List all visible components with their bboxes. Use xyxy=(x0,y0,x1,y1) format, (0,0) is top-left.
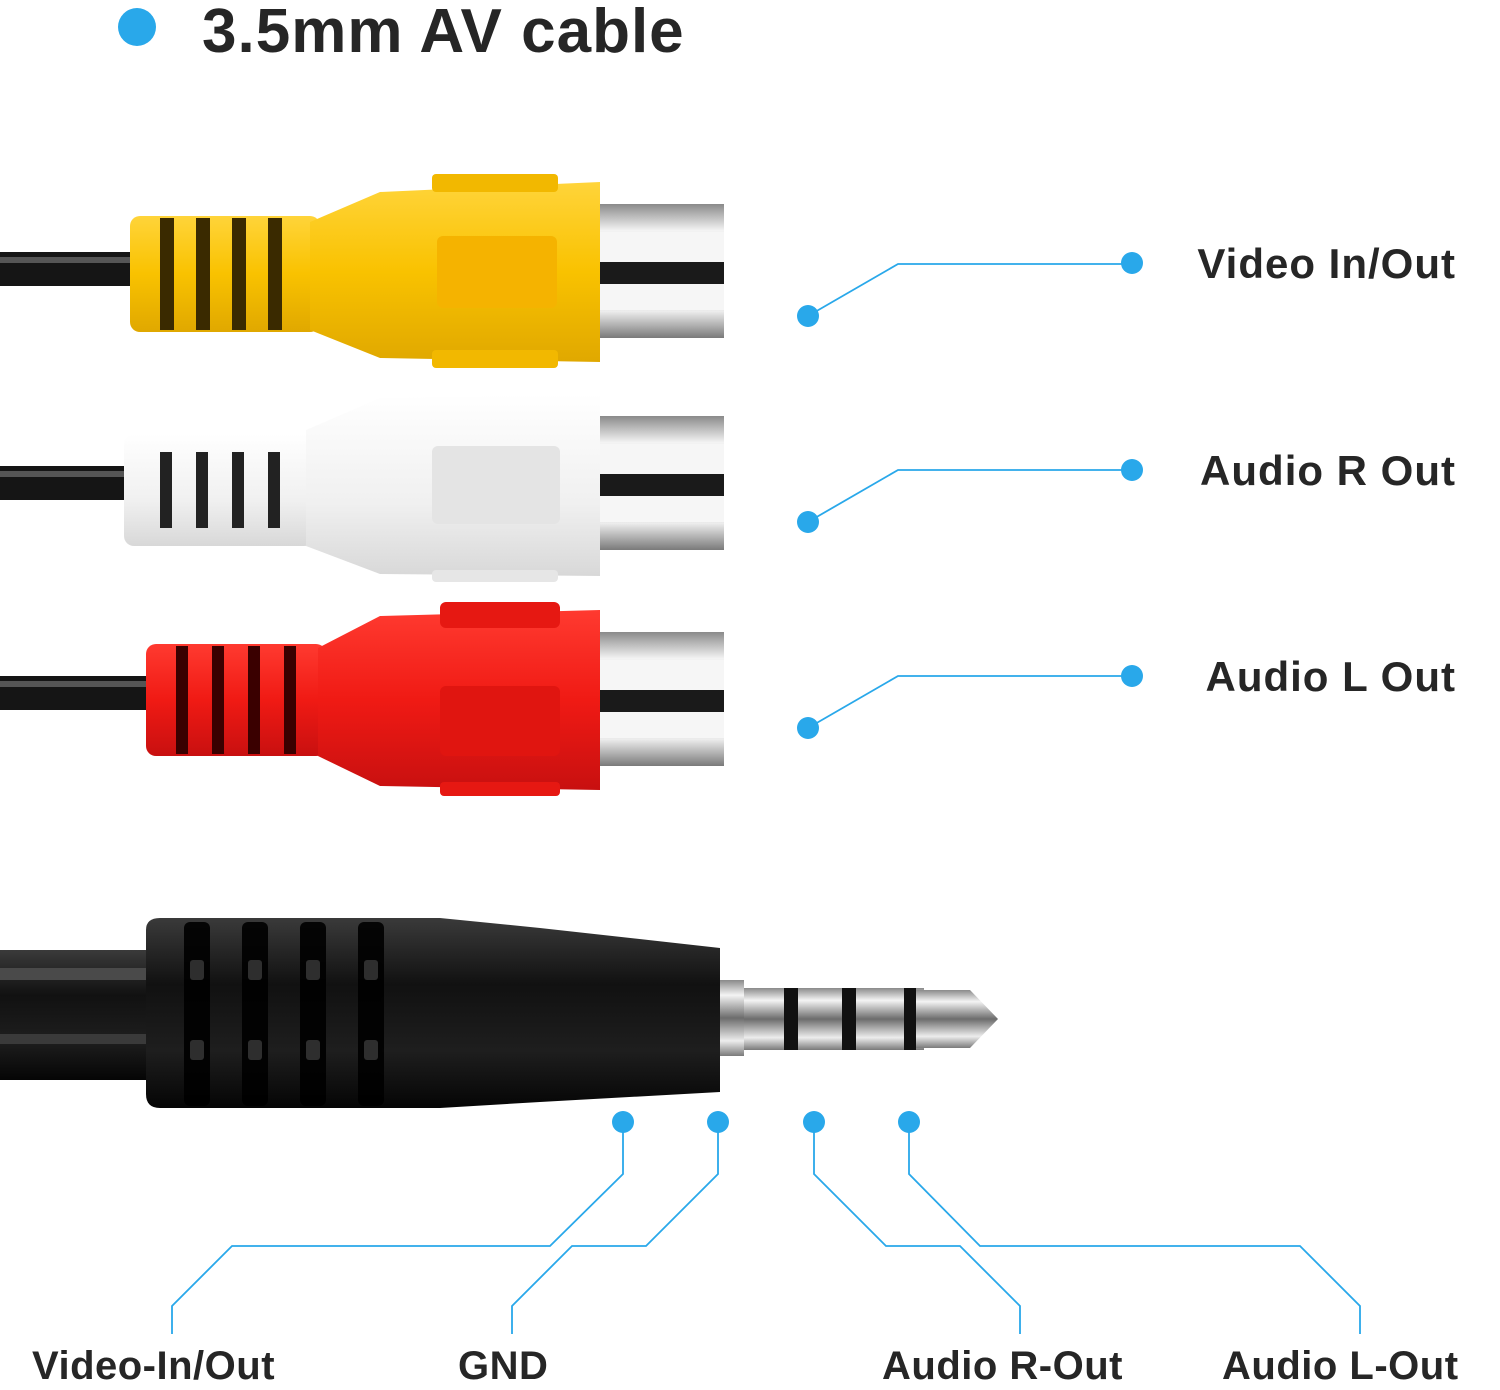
label-jack-video: Video-In/Out xyxy=(32,1344,276,1388)
jack-plug xyxy=(0,918,998,1108)
label-video-in-out: Video In/Out xyxy=(1197,240,1456,287)
label-audio-r-out: Audio R Out xyxy=(1200,447,1456,494)
callout-dot-icon xyxy=(1121,665,1143,687)
rca-leader-lines xyxy=(807,263,1132,729)
callout-dot-icon xyxy=(898,1111,920,1133)
label-audio-l-out: Audio L Out xyxy=(1205,653,1456,700)
title-bullet-icon xyxy=(118,8,156,46)
callout-dot-icon xyxy=(797,305,819,327)
callout-dot-icon xyxy=(797,511,819,533)
label-jack-audio-r: Audio R-Out xyxy=(882,1344,1123,1388)
callout-dot-icon xyxy=(612,1111,634,1133)
jack-leader-lines xyxy=(171,1122,1361,1334)
callout-dot-icon xyxy=(1121,252,1143,274)
page-title: 3.5mm AV cable xyxy=(202,0,685,66)
rca-yellow-plug xyxy=(0,174,724,368)
label-jack-gnd: GND xyxy=(458,1344,549,1388)
callout-dot-icon xyxy=(797,717,819,739)
callout-dot-icon xyxy=(1121,459,1143,481)
label-jack-audio-l: Audio L-Out xyxy=(1222,1344,1459,1388)
callout-dot-icon xyxy=(803,1111,825,1133)
rca-white-plug xyxy=(0,394,724,582)
callout-dot-icon xyxy=(707,1111,729,1133)
rca-red-plug xyxy=(0,602,724,796)
